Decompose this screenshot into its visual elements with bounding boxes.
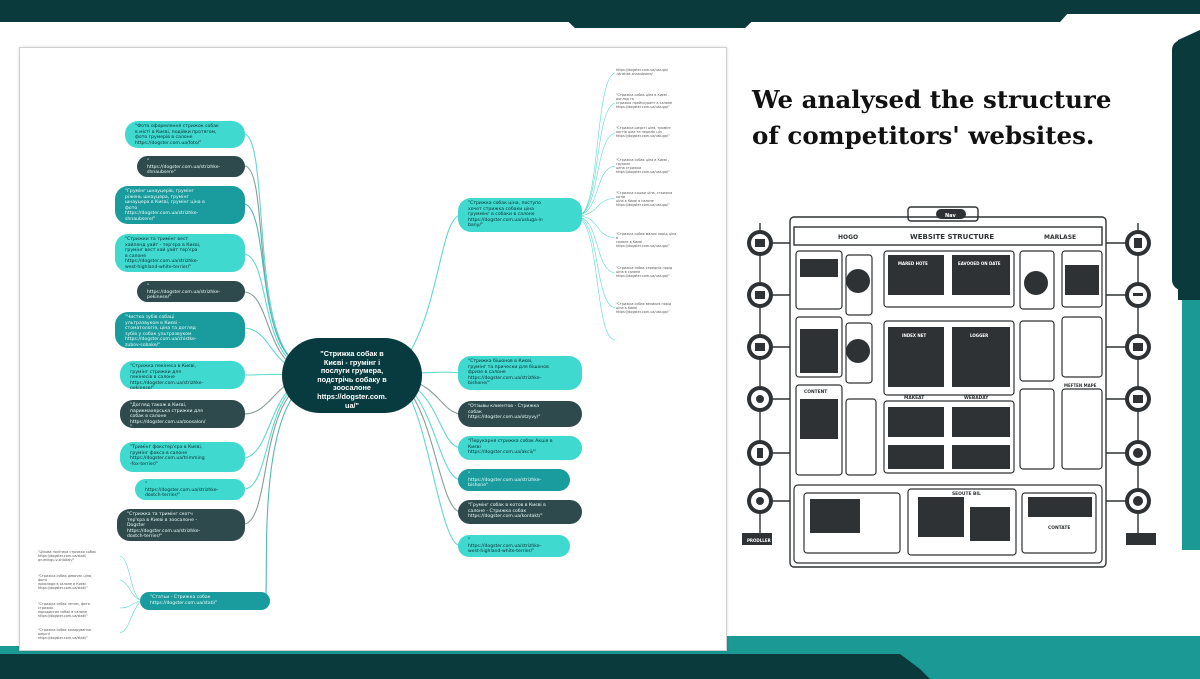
wire-label: INDEX NET [902, 333, 926, 338]
mindmap-node: "Тримінг фокстер'єра в Києві, грумінг фо… [120, 442, 245, 472]
mindmap-node: "Стрижка собак ціна, поступо хочет стриж… [458, 198, 582, 232]
wire-label: WEBADAY [964, 395, 989, 401]
mindmap-central-node: "Стрижка собак в Києві - грумінг і послу… [282, 338, 422, 413]
mindmap-leaf: "Стрижка собак малих порід ціна в салоне… [616, 232, 677, 249]
wire-top-pill: Nav [945, 213, 957, 219]
mindmap-node: "Фото оформлення стрижок собак в місті в… [125, 121, 245, 148]
mindmap-node: " https://dogster.com.ua/strizhke- west-… [458, 535, 570, 557]
wire-label: CONTATE [1048, 525, 1070, 531]
mindmap-leaf: https://dogster.com.ua/usluga/ -strizhke… [616, 68, 668, 77]
mindmap-leaf: "Стрижка шерсті ціна, тримінг когтів цін… [616, 126, 672, 139]
mindmap-leaf: "Стрижка собак ціна в Києві - догляд та … [616, 93, 673, 110]
mindmap-leaf: "Цінова політика стрижки собак https://d… [38, 550, 97, 563]
mindmap-leaf: "Стрижка собак летом, фото стрижок пород… [38, 602, 90, 619]
mindmap-node: "Стрижка бішонов в Києві, грумінг та при… [458, 356, 582, 390]
mindmap-leaf: "Стрижка собак великих порід ціна в Києв… [616, 302, 672, 315]
wire-label: PRODLLER [747, 538, 771, 543]
top-decorative-band [0, 0, 1200, 28]
mindmap-node: " https://dogster.com.ua/strizhke- pekin… [137, 281, 245, 302]
mindmap-image: "Стрижка собак в Києві - грумінг і послу… [19, 47, 727, 651]
wire-label: EAVOOED ON DATE [958, 261, 1001, 266]
wire-label: CONTENT [804, 389, 827, 395]
mindmap-node: "Стрижки та тримінг вест хайленд уайт - … [115, 234, 245, 272]
wire-header-center: WEBSITE STRUCTURE [910, 233, 994, 241]
mindmap-leaf: "Стрижка собак колорування шерсті https:… [38, 628, 91, 641]
mindmap-leaf: "Стрижка собак девочек ціна, фото прикла… [38, 574, 93, 591]
mindmap-node: "Догляд також в Києві, парикмахерська ст… [120, 400, 245, 428]
slide-heading: We analysed the structure of competitors… [752, 85, 1112, 150]
mindmap-node: "Чистка зубів собаці ультразвуком в Києв… [115, 312, 245, 348]
mindmap-node: "Грумінг шнауцерів, грумінг ріжень шнауц… [115, 186, 245, 224]
wire-label: LOGGER [970, 333, 988, 338]
mindmap-node: "Стрижка та тримінг скотч тер'єра в Києв… [117, 509, 245, 541]
mindmap-node: "Стрижка пекінеса в Києві, грумінг стриж… [120, 361, 245, 389]
wire-header-right: MARLASE [1044, 234, 1076, 241]
mindmap-node: " https://dogster.com.ua/strizhke- doxtc… [135, 479, 245, 500]
mindmap-node: "Перукарня стрижка собак Акція в Києві h… [458, 436, 582, 460]
right-decorative-band [1172, 30, 1200, 550]
mindmap-leaf: "Стрижка кошки ціна, стрижка котів ціна … [616, 191, 673, 208]
wire-label: MAKEAT [904, 395, 924, 401]
mindmap-node: "Отзывы клиентов - Стрижка собак https:/… [458, 401, 582, 427]
mindmap-leaf: "Стрижка собак ціна в Києві - груминг це… [616, 158, 670, 175]
wire-label: SEOUTE BIL [952, 491, 981, 497]
wire-label: MEFTEN MAPE [1064, 383, 1097, 388]
wire-header-left: HOGO [838, 234, 858, 241]
mindmap-leaf: "Стрижка собак середніх порід ціна в сал… [616, 266, 673, 279]
mindmap-node: " https://dogster.com.ua/strizhke- shnau… [137, 156, 245, 177]
mindmap-node: "Грумінг собак в котов в Києві в салоне … [458, 500, 582, 524]
wire-label: MARED HOTE [898, 261, 928, 266]
mindmap-node: "Статьи - Стрижка собак https://dogster.… [140, 592, 270, 610]
website-structure-illustration: Nav HOGO WEBSITE STRUCTURE MARLASE [742, 206, 1156, 568]
mindmap-node: " https://dogster.com.ua/strizhke- bisho… [458, 469, 570, 491]
